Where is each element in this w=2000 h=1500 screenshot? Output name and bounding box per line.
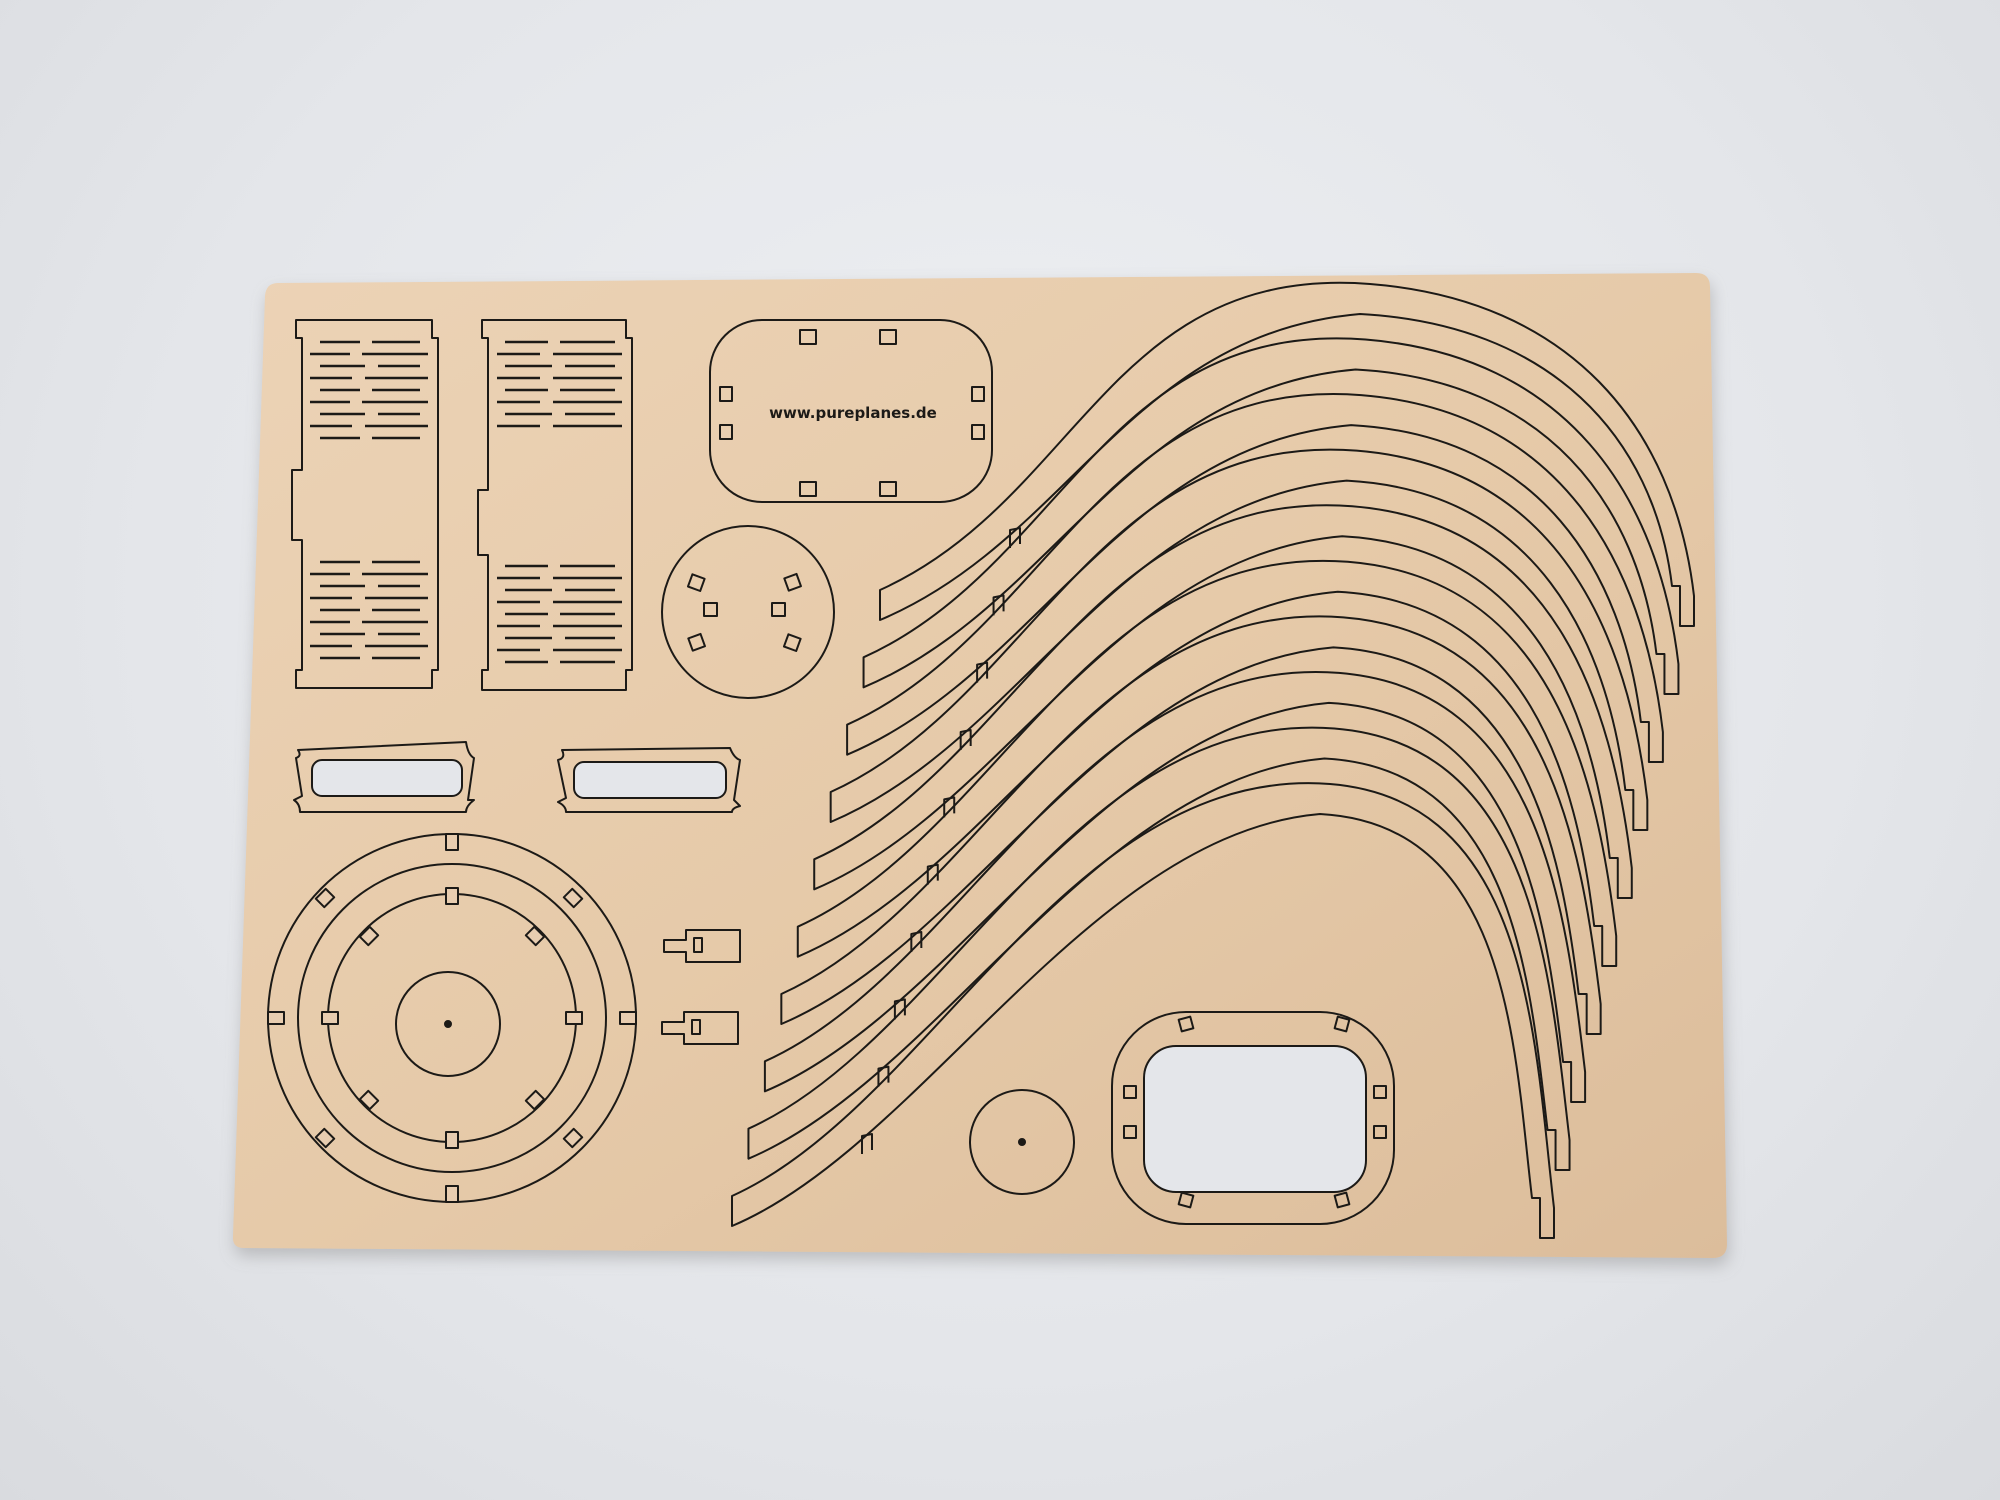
bracket-right: [557, 747, 741, 813]
ladder-slots-top: [310, 340, 428, 440]
small-tab-piece-bottom: [661, 1011, 739, 1045]
ring-notches-inner: [321, 887, 583, 1149]
ladder-slots-bottom-2: [497, 564, 622, 664]
ladder-slots-top-2: [497, 340, 622, 428]
small-tab-piece-top: [663, 929, 741, 963]
window-frame: [1111, 1011, 1395, 1225]
large-ring: [267, 833, 637, 1203]
url-plate-slots: [719, 329, 985, 497]
curved-ribs: [731, 281, 1695, 1239]
round-plate-with-slots: [661, 525, 835, 699]
rib-notch: [861, 1133, 873, 1154]
ladder-part-left: [291, 319, 439, 689]
curved-rib: [731, 782, 1555, 1239]
url-plate: [709, 319, 993, 503]
small-round-disc: [969, 1089, 1075, 1195]
ladder-part-right: [477, 319, 633, 691]
ring-notches-outer: [267, 833, 637, 1203]
engraved-url-text: www.pureplanes.de: [769, 404, 937, 422]
bracket-left: [293, 741, 475, 813]
ladder-slots-bottom: [310, 560, 428, 660]
